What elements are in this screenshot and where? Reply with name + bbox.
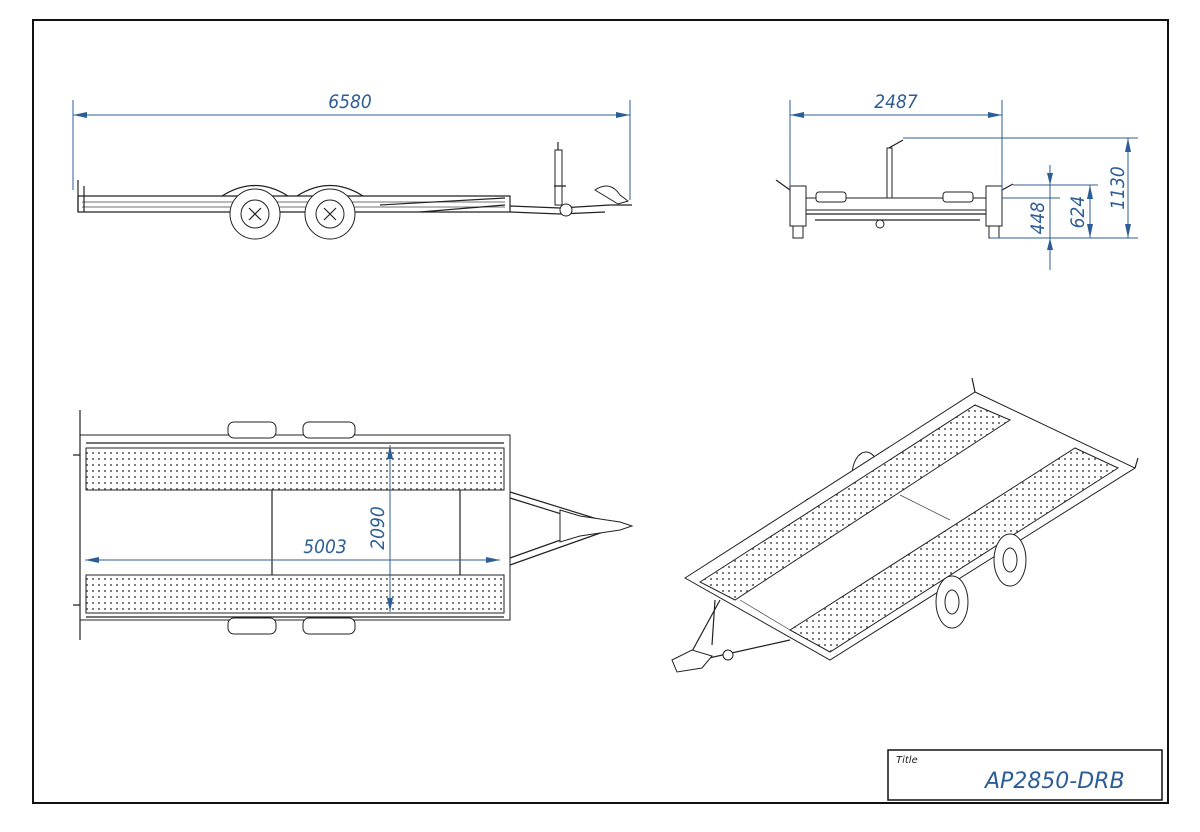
svg-text:2090: 2090: [367, 506, 389, 550]
front-view: [775, 139, 1014, 239]
isometric-view: [671, 377, 1139, 673]
dimension-overall-length: 6580: [72, 91, 631, 200]
dimension-overall-height: 1130: [903, 137, 1138, 239]
svg-text:6580: 6580: [328, 91, 372, 113]
dimension-deck-height: 624: [1013, 184, 1098, 238]
sheet-border: [32, 19, 1169, 804]
svg-text:624: 624: [1067, 196, 1089, 229]
title-block: Title AP2850-DRB: [887, 749, 1163, 801]
title-value: AP2850-DRB: [983, 769, 1125, 794]
dimension-frame-height: 448: [1002, 165, 1060, 270]
svg-text:448: 448: [1027, 202, 1049, 235]
svg-text:5003: 5003: [303, 536, 347, 558]
svg-text:1130: 1130: [1107, 166, 1129, 210]
title-label: Title: [896, 755, 918, 766]
top-view: [73, 410, 634, 640]
side-view: [77, 142, 632, 240]
dimension-deck-width: 2090: [367, 445, 393, 612]
svg-text:2487: 2487: [874, 91, 918, 113]
dimension-deck-length: 5003: [85, 536, 500, 563]
dimension-overall-width: 2487: [789, 91, 1003, 190]
